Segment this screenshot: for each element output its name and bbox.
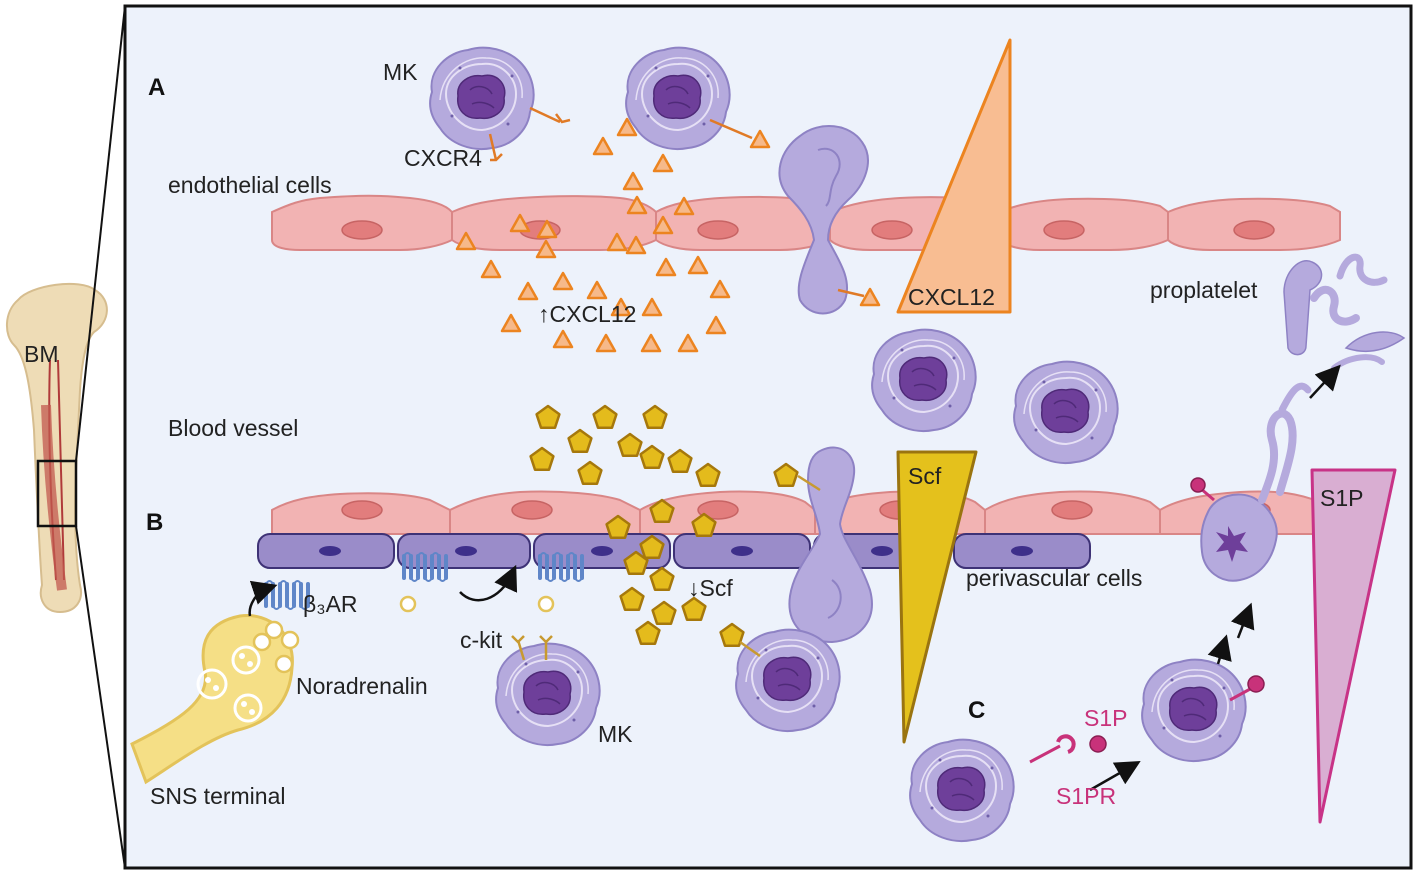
receptor-icon: [511, 474, 821, 661]
bm-label: BM: [24, 341, 59, 367]
mk-bottom-label: MK: [598, 721, 633, 747]
panel-a-label: A: [148, 74, 165, 101]
scf-gradient: [896, 450, 978, 744]
megakaryocyte-icon: [625, 46, 731, 151]
megakaryocyte-icon: [1013, 360, 1119, 465]
s1pr-label: S1PR: [1056, 783, 1116, 809]
panel-b-label: B: [146, 509, 163, 536]
panel-c-label: C: [968, 697, 985, 724]
arrows: [248, 364, 1341, 792]
s1p-gradient: [1310, 468, 1397, 824]
perivascular-cells-label: perivascular cells: [966, 565, 1142, 591]
endothelial-cells-label: endothelial cells: [168, 172, 332, 198]
megakaryocyte-icon: [735, 628, 841, 733]
megakaryocyte-icon: [871, 328, 977, 433]
blood-vessel-label: Blood vessel: [168, 415, 298, 441]
zoom-box: [36, 459, 78, 528]
mk-top-label: MK: [383, 59, 418, 85]
transmigrating-megakaryocyte-b: [788, 446, 873, 644]
s1p-ligand-label: S1P: [1084, 705, 1127, 731]
proplatelets: [1283, 253, 1406, 371]
perivascular-nuclei: [319, 546, 1033, 556]
s1p-ball-icon: [1029, 675, 1265, 764]
megakaryocyte-icon: [429, 46, 535, 151]
b3ar-label: β₃AR: [303, 591, 358, 617]
zoom-line-top: [75, 5, 126, 462]
cxcl12-gradient: [896, 38, 1012, 314]
proplatelet-forming-megakaryocyte: [1190, 382, 1312, 582]
ckit-label: c-kit: [460, 627, 503, 653]
noradrenalin-icon: [399, 595, 555, 613]
bone-icon: BM: [6, 283, 108, 614]
nerve-terminal-icon: [130, 614, 300, 785]
transmigrating-megakaryocyte: [778, 124, 869, 315]
scf-gradient-label: Scf: [908, 463, 942, 489]
cxcr4-label: CXCR4: [404, 145, 482, 171]
cxcl12-gradient-label: CXCL12: [908, 284, 995, 310]
megakaryocyte-icon: [1141, 658, 1247, 763]
receptor-icon: [488, 106, 865, 298]
noradrenalin-label: Noradrenalin: [296, 673, 428, 699]
s1p-gradient-label: S1P: [1320, 485, 1363, 511]
megakaryocyte-icon: [909, 738, 1015, 843]
proplatelet-label: proplatelet: [1150, 277, 1258, 303]
sns-terminal-label: SNS terminal: [150, 783, 285, 809]
scf-down-label: ↓Scf: [688, 575, 733, 601]
cxcl12-up-label: ↑CXCL12: [538, 301, 636, 327]
megakaryocyte-icon: [495, 642, 601, 747]
zoom-line-bottom: [75, 525, 126, 869]
